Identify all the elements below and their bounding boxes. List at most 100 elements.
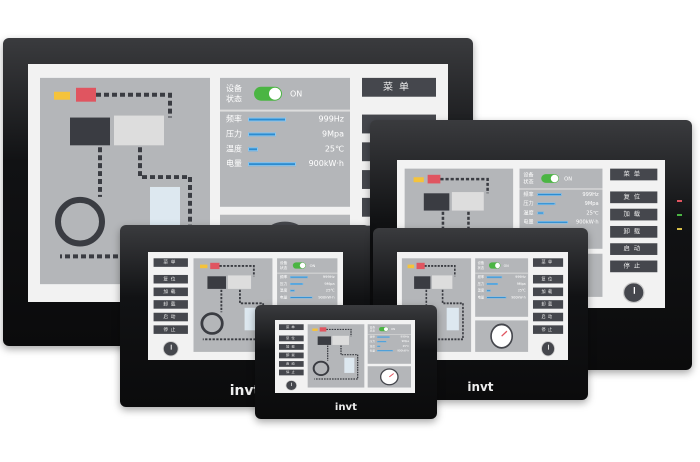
status-value: ON <box>290 89 303 99</box>
reading-bar <box>290 289 295 292</box>
reading-row: 频率 999Hz <box>475 274 528 281</box>
hmi-button[interactable]: 停止 <box>610 260 658 273</box>
status-led <box>677 200 682 202</box>
hmi-button[interactable]: 加载 <box>153 287 188 297</box>
reading-label: 压力 <box>523 200 534 207</box>
reading-row: 电量 900kW·h <box>220 156 350 171</box>
reading-bar <box>377 340 387 343</box>
reading-row: 频率 999Hz <box>277 274 337 281</box>
reading-bar <box>377 345 381 347</box>
hmi-button[interactable]: 加载 <box>279 344 304 350</box>
clock-icon <box>541 341 555 357</box>
hmi-button[interactable]: 卸载 <box>610 225 658 238</box>
hmi-button[interactable]: 停止 <box>153 325 188 334</box>
reading-bar <box>248 161 296 166</box>
status-value: ON <box>503 263 509 268</box>
hmi-button[interactable]: 复位 <box>279 335 304 342</box>
hmi-button[interactable]: 复位 <box>610 191 658 204</box>
reading-value: 900kW·h <box>576 219 599 225</box>
reading-label: 频率 <box>279 274 288 279</box>
status-led <box>677 214 682 216</box>
brand-logo: invt <box>334 401 357 413</box>
hmi-button[interactable]: 启动 <box>153 312 188 322</box>
status-label: 设备状态 <box>523 172 534 185</box>
hmi-button[interactable]: 卸载 <box>532 300 564 309</box>
reading-row: 电量 900kW·h <box>277 294 337 301</box>
gauge-panel <box>475 320 529 352</box>
reading-value: 25℃ <box>517 288 526 293</box>
hmi-button[interactable]: 启动 <box>532 312 564 322</box>
hmi-button[interactable]: 菜单 <box>610 168 658 181</box>
reading-row: 压力 9Mpa <box>368 339 411 344</box>
button-column: 菜单复位加载卸载启动停止 <box>153 258 188 338</box>
reading-value: 900kW·h <box>511 295 526 300</box>
button-column: 菜单复位加载卸载启动停止 <box>532 258 564 338</box>
reading-row: 温度 25℃ <box>475 287 528 294</box>
hmi-button[interactable]: 菜单 <box>362 77 436 97</box>
reading-bar <box>248 117 286 122</box>
reading-bar <box>537 211 544 214</box>
hmi-button[interactable]: 加载 <box>610 208 658 221</box>
hmi-button[interactable]: 卸载 <box>279 352 304 359</box>
status-value: ON <box>564 175 573 182</box>
hmi-button[interactable]: 启动 <box>610 243 658 255</box>
hmi-button[interactable]: 复位 <box>532 274 564 284</box>
reading-label: 压力 <box>477 281 485 286</box>
reading-bar <box>290 296 313 299</box>
reading-value: 25℃ <box>586 209 599 216</box>
reading-row: 温度 25℃ <box>277 287 337 294</box>
reading-value: 999Hz <box>400 335 409 339</box>
status-toggle[interactable] <box>292 262 306 269</box>
clock-icon <box>622 282 645 304</box>
hmi-button[interactable]: 菜单 <box>279 324 304 331</box>
status-label: 设备状态 <box>369 326 375 333</box>
reading-bar <box>486 282 498 285</box>
hmi-button[interactable]: 菜单 <box>153 258 188 267</box>
hmi-button[interactable]: 停止 <box>532 325 564 334</box>
reading-label: 频率 <box>477 274 485 279</box>
reading-row: 压力 9Mpa <box>475 280 528 287</box>
reading-value: 25℃ <box>324 144 344 154</box>
reading-value: 999Hz <box>322 274 335 279</box>
brand-logo: invt <box>229 383 261 400</box>
reading-row: 压力 9Mpa <box>277 280 337 287</box>
reading-row: 温度 25℃ <box>220 141 350 156</box>
status-toggle[interactable] <box>541 174 560 183</box>
reading-label: 温度 <box>226 144 242 154</box>
reading-bar <box>537 202 555 205</box>
status-value: ON <box>391 327 396 331</box>
reading-value: 999Hz <box>318 114 344 124</box>
reading-value: 900kW·h <box>397 349 409 352</box>
clock-icon <box>162 341 179 357</box>
reading-value: 999Hz <box>582 191 599 197</box>
reading-row: 电量 900kW·h <box>520 217 603 226</box>
reading-label: 电量 <box>226 159 242 169</box>
reading-value: 25℃ <box>402 344 409 348</box>
reading-label: 温度 <box>477 288 485 293</box>
reading-value: 999Hz <box>515 274 526 279</box>
reading-label: 频率 <box>226 114 242 124</box>
reading-label: 温度 <box>279 288 288 293</box>
hmi-button[interactable]: 复位 <box>153 274 188 284</box>
status-led <box>677 228 682 230</box>
reading-label: 温度 <box>523 209 534 216</box>
reading-label: 压力 <box>279 281 288 286</box>
status-label: 设备状态 <box>226 83 242 104</box>
status-toggle[interactable] <box>254 86 282 101</box>
reading-label: 温度 <box>369 344 375 348</box>
reading-value: 9Mpa <box>322 129 344 139</box>
hmi-button[interactable]: 加载 <box>532 287 564 297</box>
reading-row: 温度 25℃ <box>520 208 603 217</box>
reading-label: 频率 <box>369 335 375 339</box>
reading-value: 9Mpa <box>401 340 409 343</box>
hmi-button[interactable]: 菜单 <box>532 258 564 267</box>
status-toggle[interactable] <box>489 262 501 269</box>
reading-row: 压力 9Mpa <box>220 126 350 141</box>
hmi-button[interactable]: 停止 <box>279 369 304 376</box>
status-toggle[interactable] <box>379 326 389 332</box>
hmi-button[interactable]: 启动 <box>279 361 304 367</box>
reading-row: 频率 999Hz <box>220 112 350 127</box>
hmi-button[interactable]: 卸载 <box>153 300 188 309</box>
